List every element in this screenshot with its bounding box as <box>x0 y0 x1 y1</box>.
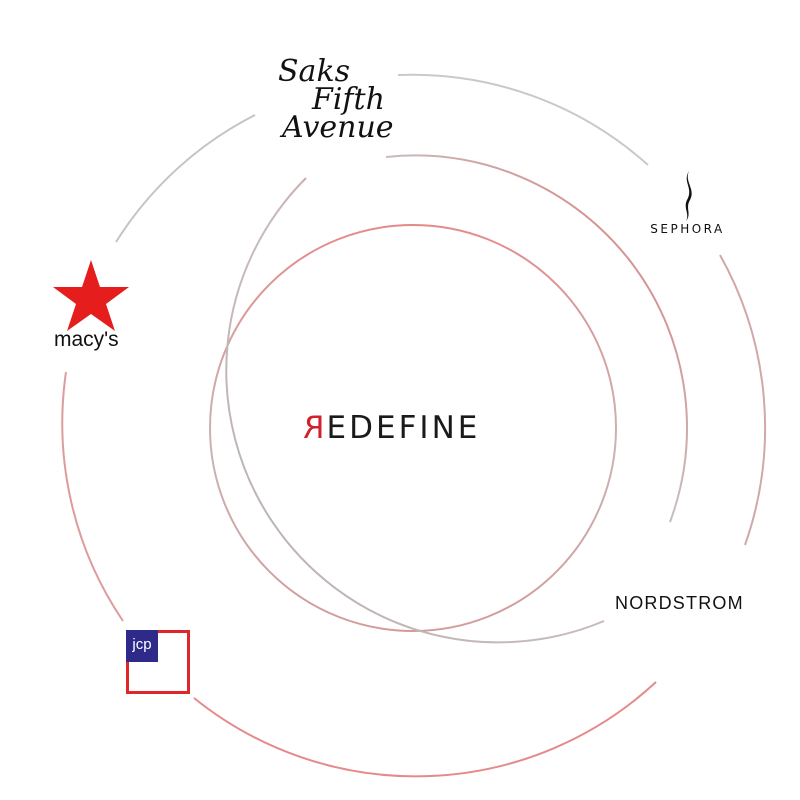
saks-line-2: Fifth <box>312 82 385 117</box>
saks-fifth-avenue-logo: Saks Fifth Avenue <box>272 54 394 148</box>
sephora-wordmark: SEPHORA <box>650 222 725 236</box>
macys-logo: macy's <box>48 258 138 358</box>
redefine-logo: R EDEFINE <box>300 408 530 448</box>
outer-ring-arc-right <box>719 254 767 546</box>
macys-wordmark: macy's <box>54 328 119 351</box>
sephora-logo: SEPHORA <box>640 170 735 242</box>
jcp-frame <box>126 630 190 694</box>
middle-ring-arc-lower <box>225 177 605 644</box>
outer-ring-arc-top <box>397 73 649 166</box>
middle-ring-arc-main <box>385 154 688 523</box>
redefine-logo-word: EDEFINE <box>326 410 481 446</box>
jcp-tag: jcp <box>126 630 158 662</box>
jcp-logo: jcp <box>126 630 190 694</box>
outer-ring-arc-left <box>61 371 124 622</box>
nordstrom-logo: NORDSTROM <box>615 593 744 613</box>
sephora-flame-icon <box>685 171 692 221</box>
outer-ring-arc-upper-left <box>115 114 256 243</box>
saks-line-1: Saks <box>278 54 351 89</box>
outer-ring-arc-bottom <box>193 681 657 778</box>
inner-ring <box>209 224 617 632</box>
star-icon <box>53 260 129 331</box>
saks-line-3: Avenue <box>282 110 394 145</box>
redefine-logo-mark: R <box>300 410 325 446</box>
